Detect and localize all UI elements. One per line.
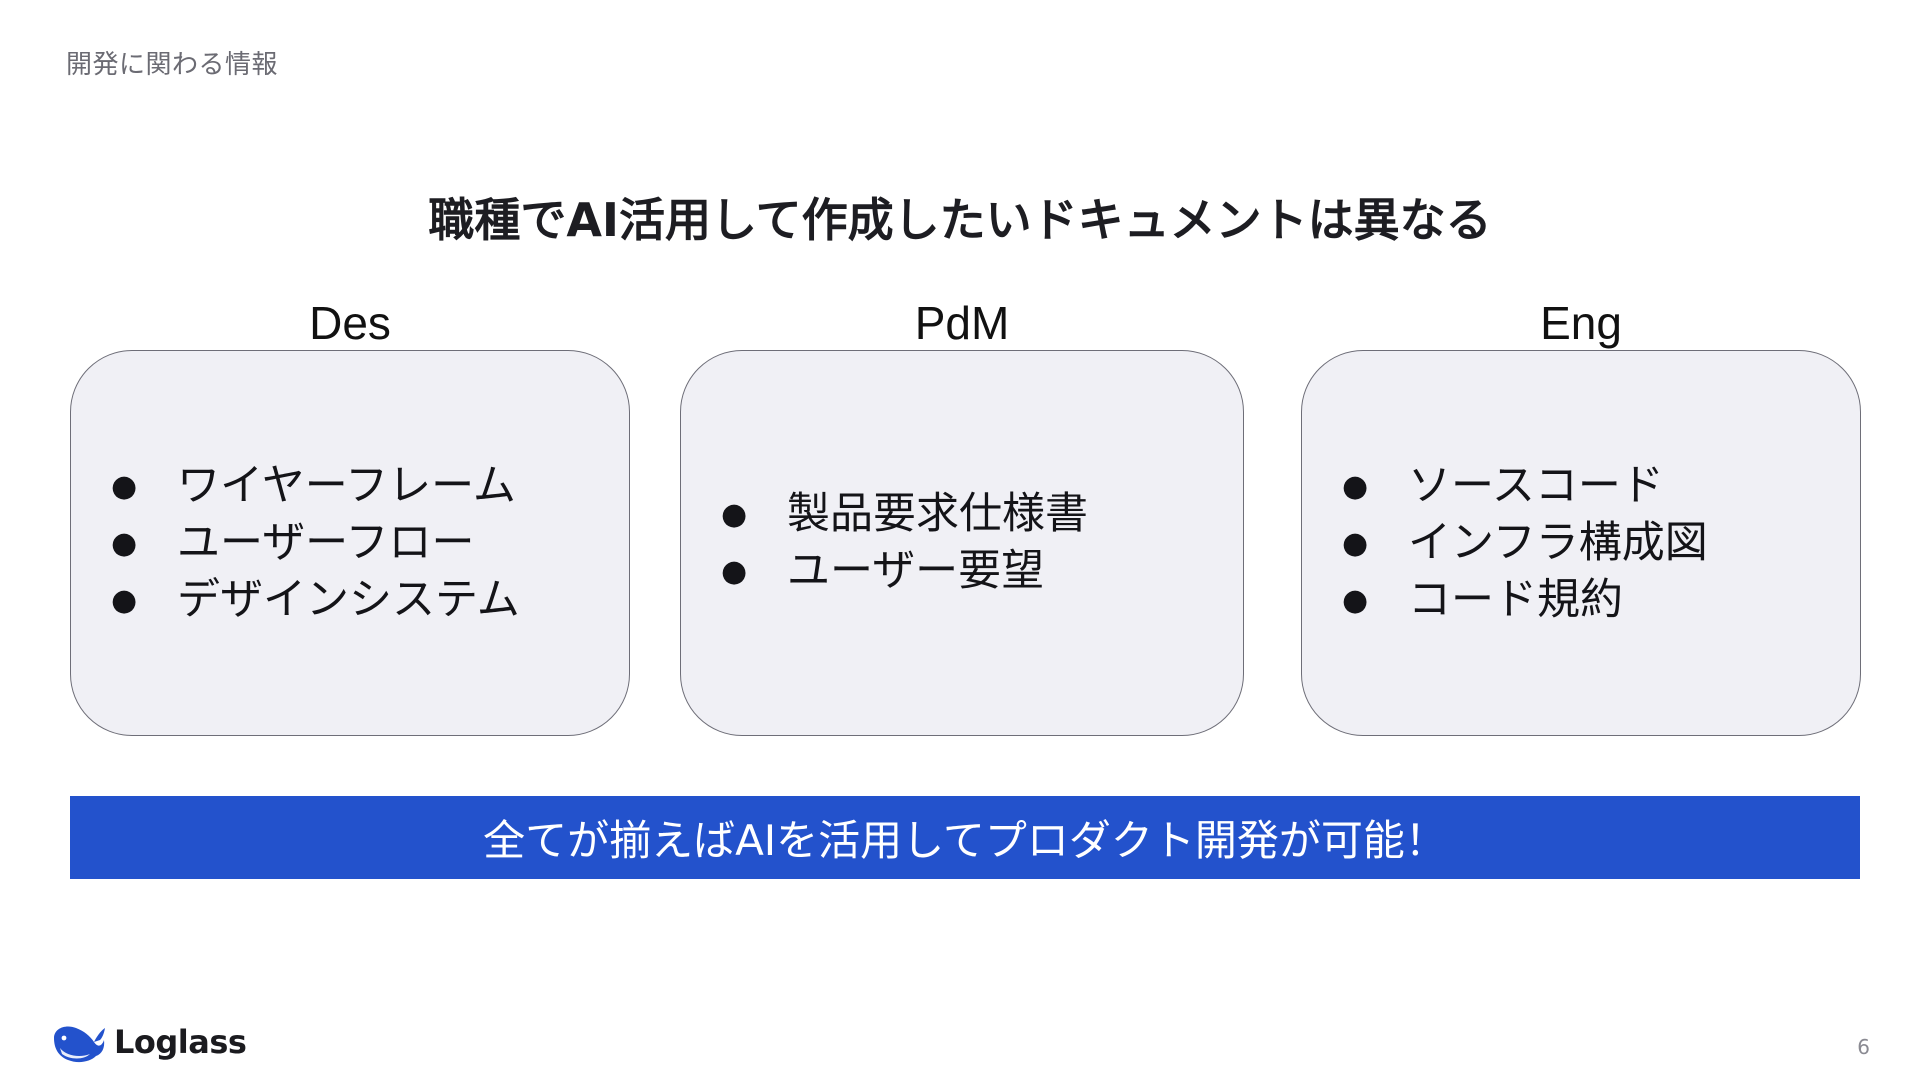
list-item-text: ワイヤーフレーム: [177, 460, 516, 511]
list-item-text: ユーザー要望: [787, 546, 1045, 596]
list-item: ● インフラ構成図: [1342, 515, 1708, 572]
list-item: ● コード規約: [1342, 572, 1708, 629]
bullet-icon: ●: [1342, 525, 1369, 561]
bullet-icon: ●: [111, 582, 138, 618]
card-eng: ● ソースコード ● インフラ構成図 ● コード規約: [1301, 350, 1861, 736]
bullet-icon: ●: [111, 468, 138, 504]
slide-title: 職種でAI活用して作成したいドキュメントは異なる: [428, 193, 1492, 247]
list-item: ● ユーザーフロー: [111, 515, 520, 572]
column-heading-pdm: PdM: [914, 297, 1010, 349]
list-item-text: デザインシステム: [177, 574, 520, 625]
section-label: 開発に関わる情報: [66, 50, 279, 80]
list-item-text: 製品要求仕様書: [787, 489, 1088, 539]
card-des: ● ワイヤーフレーム ● ユーザーフロー ● デザインシステム: [70, 350, 630, 736]
list-pdm: ● 製品要求仕様書 ● ユーザー要望: [721, 486, 1088, 600]
whale-icon: [54, 1026, 105, 1063]
card-pdm: ● 製品要求仕様書 ● ユーザー要望: [680, 350, 1244, 736]
list-item: ● デザインシステム: [111, 572, 520, 629]
list-item-text: インフラ構成図: [1408, 517, 1708, 568]
bullet-icon: ●: [1342, 468, 1369, 504]
column-heading-eng: Eng: [1540, 297, 1622, 349]
bullet-icon: ●: [1342, 582, 1369, 618]
list-item-text: ソースコード: [1408, 460, 1664, 511]
list-eng: ● ソースコード ● インフラ構成図 ● コード規約: [1342, 458, 1708, 629]
list-item-text: ユーザーフロー: [177, 517, 475, 568]
column-heading-des: Des: [309, 297, 391, 349]
list-item-text: コード規約: [1408, 574, 1623, 625]
loglass-logo: Loglass: [50, 1018, 247, 1066]
page-number: 6: [1857, 1035, 1870, 1059]
bullet-icon: ●: [111, 525, 138, 561]
list-item: ● ソースコード: [1342, 458, 1708, 515]
bullet-icon: ●: [721, 497, 748, 532]
logo-text: Loglass: [114, 1023, 247, 1061]
list-item: ● ユーザー要望: [721, 543, 1088, 600]
list-item: ● ワイヤーフレーム: [111, 458, 520, 515]
conclusion-banner: 全てが揃えばAIを活用してプロダクト開発が可能！: [70, 796, 1860, 879]
list-des: ● ワイヤーフレーム ● ユーザーフロー ● デザインシステム: [111, 458, 520, 629]
bullet-icon: ●: [721, 554, 748, 589]
list-item: ● 製品要求仕様書: [721, 486, 1088, 543]
